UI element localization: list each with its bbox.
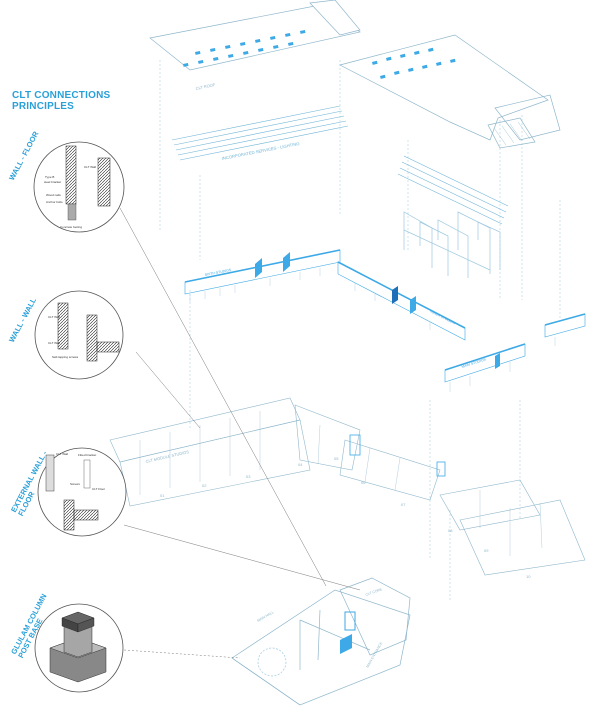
floor-module-label: CLT MODULE STUDIOS (145, 449, 190, 464)
note-concrete-footing: Concrete footing (60, 225, 82, 229)
module-number-09: 09 (484, 548, 489, 553)
note-ext-clt-wall: CLT Wall (56, 452, 68, 456)
ground-label-main-hall: MAIN HALL (257, 610, 275, 623)
ground-label-core: CLT CORE (365, 587, 383, 597)
label-inner-studios: INNER STUDIOS (430, 309, 457, 325)
module-number-10: 10 (526, 574, 531, 579)
module-number-08: 08 (448, 528, 453, 533)
detail-circle-wall-wall: CLT Wall CLT Wall Self-tapping screws (34, 290, 124, 380)
note-clt-wall-b: CLT Wall (48, 341, 60, 345)
note-steel-bracket: steel bracket (44, 180, 61, 184)
vertical-guide-lines (159, 60, 561, 600)
detail-leader-lines (119, 207, 361, 659)
detail-circle-outline (37, 447, 127, 537)
note-self-tapping-screws: Self-tapping screws (52, 355, 79, 359)
detail-circle-glulam-column (34, 603, 124, 693)
module-number-06: 06 (361, 480, 366, 485)
modules-upper-row (109, 397, 301, 463)
module-number-07: 07 (401, 502, 406, 507)
studio-panel-legs (189, 268, 556, 392)
note-clt-floor: CLT Floor (92, 487, 105, 491)
note-wood-nails: Wood nails (46, 193, 61, 197)
roof-panel-left (149, 4, 361, 71)
panel-main-studios (444, 343, 526, 383)
heading-line-2: PRINCIPLES (12, 101, 75, 112)
modules-bottom-right (459, 499, 586, 576)
detail-circle-wall-floor: CLT Wall Type B steel bracket Wood nails… (33, 141, 125, 233)
note-fitted-bracket: Fitted bracket (78, 453, 96, 457)
frame-portals-layer (403, 211, 501, 278)
detail-circle-outline (33, 141, 125, 233)
modules-upper-base (119, 419, 311, 507)
note-anchor-bolts: Anchor bolts (46, 200, 63, 204)
ground-slab (231, 589, 411, 706)
module-number-03: 03 (246, 474, 251, 479)
studio-wall-panels: SIXTH STUDIOS INNER STUDIOS MAIN STUDIOS (184, 249, 586, 383)
module-number-05: 05 (334, 456, 339, 461)
module-number-labels: 01 02 03 04 05 06 07 08 09 10 (160, 456, 531, 579)
roof-label: CLT ROOF (195, 82, 216, 91)
panel-inner-studios (337, 261, 466, 341)
label-main-studios: MAIN STUDIOS (461, 357, 487, 369)
module-number-01: 01 (160, 493, 165, 498)
roof-grid-panel (487, 117, 536, 149)
modules-mid-row (339, 439, 441, 501)
ground-core (339, 577, 411, 656)
roof-layer: CLT ROOF (149, 0, 561, 149)
note-clt-wall-a: CLT Wall (48, 315, 60, 319)
diagram-heading: CLT CONNECTIONS PRINCIPLES (12, 90, 110, 112)
module-number-04: 04 (298, 462, 303, 467)
detail-circle-outline (34, 290, 124, 380)
ground-label-entrance: MAIN ENTRANCE (365, 641, 383, 669)
module-number-02: 02 (202, 483, 207, 488)
roof-skylights (183, 29, 456, 79)
modules-right (439, 479, 541, 531)
roof-panel-right (339, 34, 549, 141)
note-type-b: Type B (45, 175, 54, 179)
modules-middle (294, 404, 361, 471)
detail-circle-external-wall-floor: CLT Wall Fitted bracket Screws CLT Floor (37, 447, 127, 537)
note-screws: Screws (70, 482, 80, 486)
floor-modules-layer: CLT MODULE STUDIOS (109, 397, 586, 576)
roof-panel-left-corner (309, 0, 361, 36)
roof-panel-right-wing (494, 94, 561, 141)
ground-floor-layer: MAIN HALL CLT CORE MAIN ENTRANCE (231, 577, 411, 706)
note-clt-wall: CLT Wall (84, 165, 96, 169)
heading-line-1: CLT CONNECTIONS (12, 90, 111, 101)
label-sixth-studios: SIXTH STUDIOS (204, 268, 232, 277)
